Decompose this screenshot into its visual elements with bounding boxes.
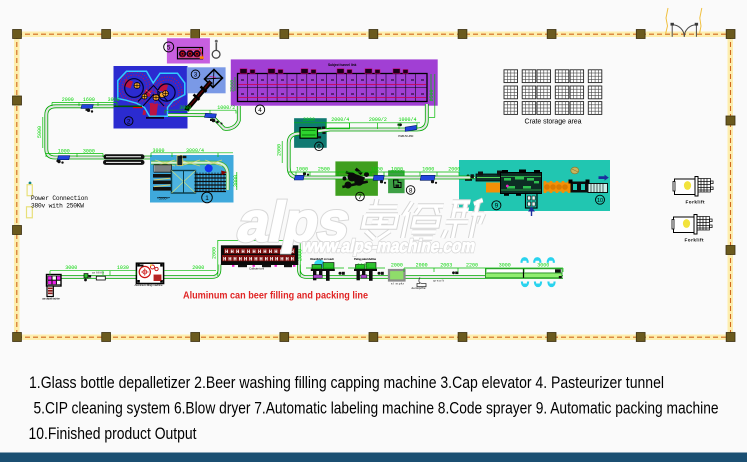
svg-text:qrsoft: qrsoft [433, 278, 444, 282]
svg-text:10.Finished product Output: 10.Finished product Output [29, 425, 197, 443]
svg-text:2000/2: 2000/2 [369, 117, 387, 123]
svg-text:Subject tunnel link: Subject tunnel link [328, 63, 357, 67]
svg-text:6000: 6000 [253, 235, 265, 241]
svg-text:5.CIP cleaning system 6.Blow: 5.CIP cleaning system 6.Blow dryer 7.Aut… [34, 400, 719, 418]
svg-text:Forklift: Forklift [685, 238, 704, 243]
svg-text:1000: 1000 [422, 166, 434, 172]
svg-text:www.alps-machine.com: www.alps-machine.com [299, 236, 477, 256]
svg-text:2500: 2500 [429, 89, 435, 101]
svg-text:Aluminum filling machine: Aluminum filling machine [135, 283, 163, 287]
svg-text:10: 10 [597, 198, 603, 204]
svg-text:Crate storage area: Crate storage area [525, 119, 582, 126]
svg-text:4: 4 [258, 107, 262, 114]
svg-text:3000: 3000 [537, 262, 549, 268]
svg-text:2003: 2003 [440, 262, 452, 268]
svg-text:3000: 3000 [108, 97, 120, 103]
svg-text:8: 8 [409, 187, 413, 194]
svg-text:1000/2: 1000/2 [217, 105, 235, 111]
svg-text:2000: 2000 [277, 144, 283, 156]
svg-text:2000: 2000 [448, 166, 460, 172]
svg-text:2000: 2000 [192, 265, 204, 271]
svg-text:alps: alps [232, 191, 355, 253]
svg-text:1000: 1000 [58, 148, 70, 154]
svg-text:Okanfidyff cn loadr: Okanfidyff cn loadr [310, 257, 335, 261]
svg-text:2000: 2000 [62, 97, 74, 103]
svg-text:~5000~: ~5000~ [157, 197, 169, 201]
svg-text:Power Connection: Power Connection [31, 195, 88, 202]
svg-text:1.Glass bottle depalletizer: 1.Glass bottle depalletizer 2.Beer washi… [29, 374, 664, 392]
svg-text:can depal machine: can depal machine [42, 297, 60, 301]
svg-text:2000: 2000 [357, 263, 369, 269]
svg-text:1000: 1000 [391, 166, 403, 172]
svg-text:3000/4: 3000/4 [186, 148, 204, 154]
svg-text:1000: 1000 [371, 166, 383, 172]
svg-text:sl mpkr: sl mpkr [391, 281, 404, 285]
svg-text:2000/4: 2000/4 [331, 117, 349, 123]
svg-text:1030: 1030 [117, 265, 129, 271]
svg-text:380v with 250KW: 380v with 250KW [31, 203, 84, 210]
svg-text:2500: 2500 [318, 166, 330, 172]
svg-text:1600: 1600 [83, 97, 95, 103]
svg-text:3000: 3000 [83, 148, 95, 154]
svg-text:P&B /N/-450: P&B /N/-450 [398, 134, 413, 138]
svg-text:Aluminum can beer filling and: Aluminum can beer filling and packing li… [183, 290, 369, 301]
svg-text:1: 1 [205, 195, 209, 202]
svg-text:2000: 2000 [391, 262, 403, 268]
svg-text:denwpche: denwpche [412, 286, 426, 290]
svg-text:1000/4: 1000/4 [398, 117, 416, 123]
svg-text:cn fill filr: cn fill filr [92, 270, 104, 274]
svg-text:2200: 2200 [466, 262, 478, 268]
svg-text:2000: 2000 [303, 117, 315, 123]
svg-text:2000: 2000 [212, 247, 218, 259]
svg-text:Culbute tunl: Culbute tunl [249, 266, 264, 270]
svg-text:Forklift: Forklift [686, 200, 705, 205]
svg-text:2000: 2000 [416, 262, 428, 268]
svg-text:7: 7 [358, 194, 362, 201]
svg-text:5000: 5000 [37, 126, 43, 138]
svg-text:2000: 2000 [298, 249, 304, 261]
svg-text:www.alps-machine.com: www.alps-machine.com [299, 236, 477, 256]
svg-text:3000: 3000 [179, 105, 191, 111]
svg-text:HHHHHHHHHHHHHH: HHHHHHHHHHHHHH [223, 255, 294, 262]
svg-text:3000: 3000 [152, 148, 164, 154]
svg-text:3000: 3000 [499, 262, 511, 268]
svg-text:9: 9 [495, 203, 499, 210]
svg-text:3: 3 [194, 72, 198, 79]
svg-text:5: 5 [167, 44, 171, 51]
svg-text:2500: 2500 [230, 80, 236, 92]
svg-text:HHHHHHHHHHHHH: HHHHHHHHHHHHH [225, 248, 294, 255]
svg-text:1000: 1000 [296, 166, 308, 172]
svg-text:6: 6 [317, 144, 321, 151]
svg-text:3000: 3000 [65, 265, 77, 271]
svg-text:2: 2 [127, 118, 131, 125]
svg-text:Palng pakd dv/h/w: Palng pakd dv/h/w [354, 257, 377, 261]
svg-text:3000: 3000 [233, 175, 239, 187]
svg-text:alps: alps [232, 191, 355, 253]
